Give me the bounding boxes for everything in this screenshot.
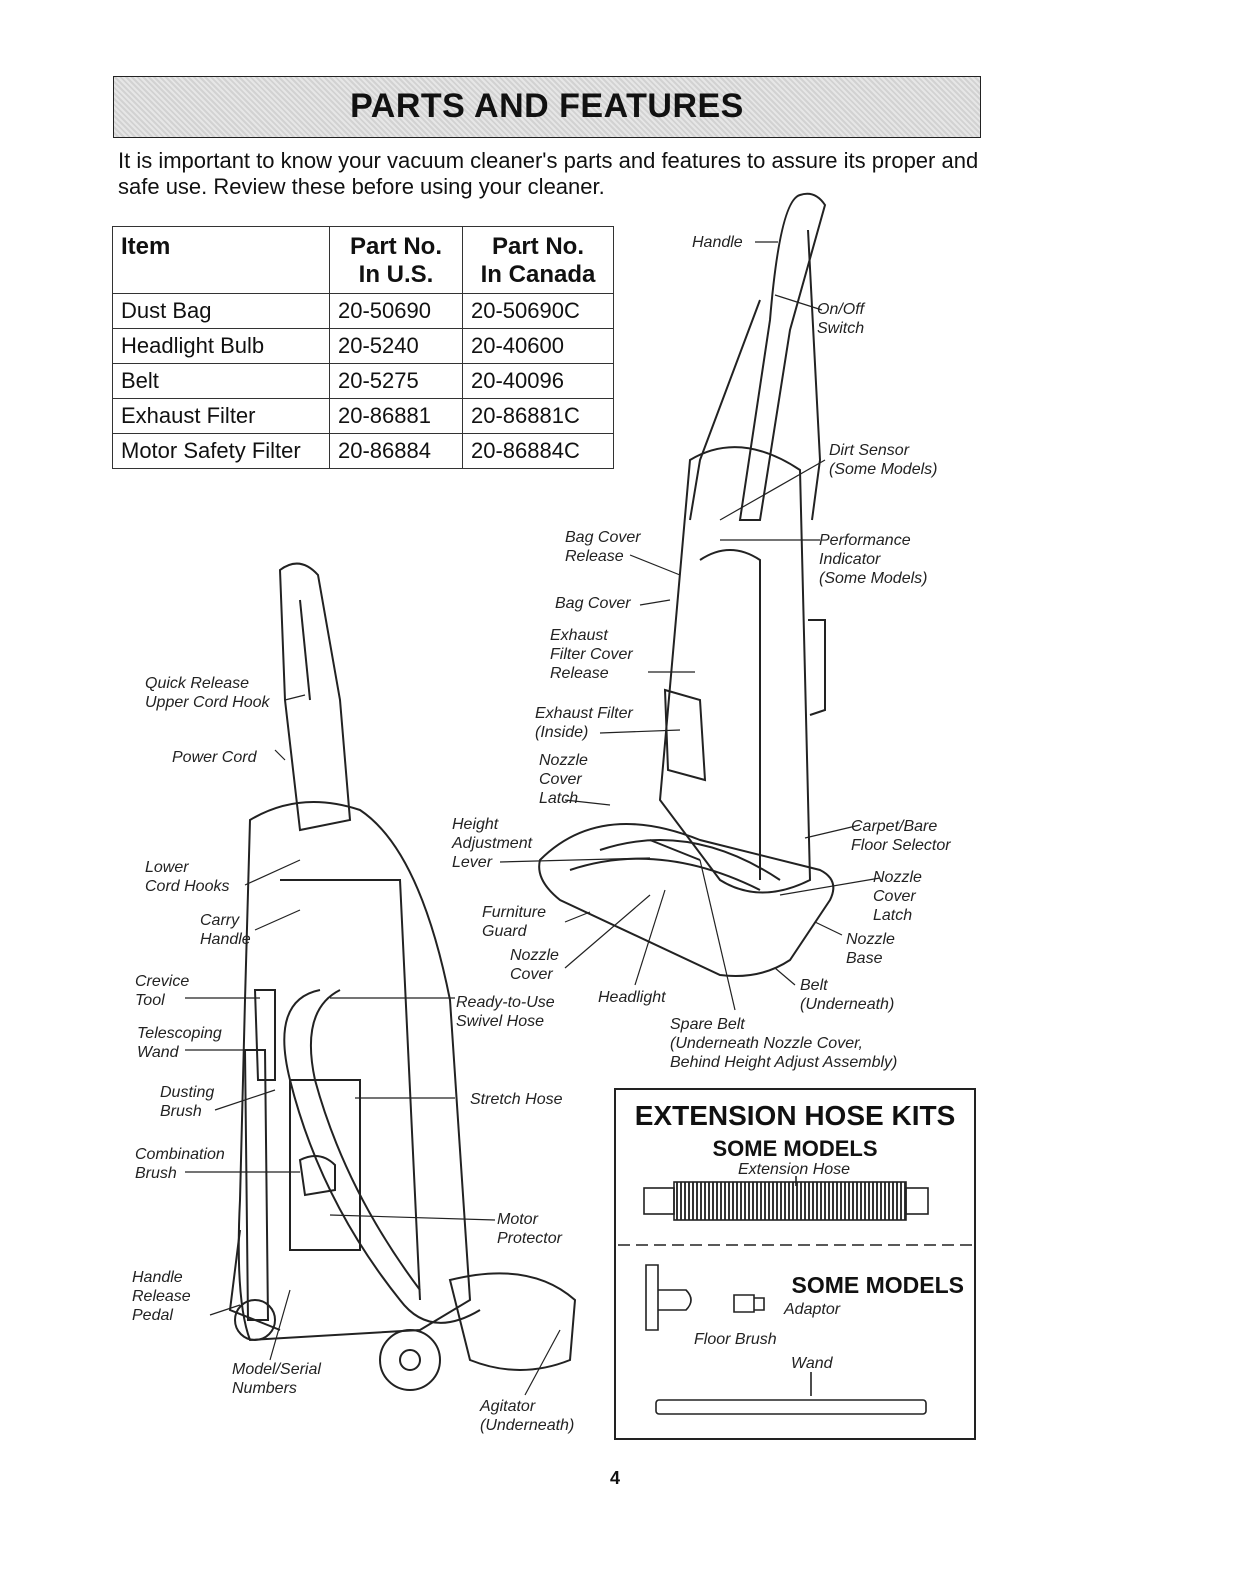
label-exhaust-filter: Exhaust Filter(Inside) — [535, 705, 633, 741]
rear-handle-drawing — [278, 562, 352, 832]
label-stretch-hose: Stretch Hose — [470, 1091, 563, 1108]
label-spare-belt: Spare Belt(Underneath Nozzle Cover,Behin… — [670, 1016, 898, 1071]
wand-drawing — [655, 1399, 927, 1415]
rear-wheel-drawing — [379, 1329, 441, 1391]
front-nozzle-drawing — [538, 823, 835, 977]
extension-hose-drawing — [643, 1187, 675, 1215]
label-extension-hose: Extension Hose — [738, 1161, 851, 1178]
label-agitator: Agitator(Underneath) — [480, 1398, 575, 1434]
page-number: 4 — [610, 1468, 621, 1488]
label-handle: Handle — [692, 234, 743, 251]
header-part-us: Part No.In U.S. — [329, 226, 463, 294]
header-part-canada: Part No.In Canada — [462, 226, 614, 294]
extension-hose-kits-box: EXTENSION HOSE KITS SOME MODELS Extensio… — [614, 1088, 976, 1440]
rear-body-drawing — [237, 801, 472, 1342]
page-title: PARTS AND FEATURES — [350, 87, 744, 125]
label-floor-brush: Floor Brush — [694, 1331, 777, 1348]
adaptor-drawing — [733, 1294, 755, 1313]
front-body-drawing — [658, 446, 812, 894]
label-adaptor: Adaptor — [784, 1301, 841, 1318]
kits-subtitle-2: SOME MODELS — [791, 1272, 964, 1298]
label-bag-cover: Bag Cover — [555, 595, 631, 612]
title-banner: PARTS AND FEATURES — [113, 76, 981, 138]
table-header-row: Item Part No.In U.S. Part No.In Canada — [112, 226, 614, 294]
kits-illustrations — [618, 1176, 972, 1415]
kits-subtitle: SOME MODELS — [712, 1136, 878, 1161]
label-wand: Wand — [791, 1355, 833, 1372]
rear-hose-drawing — [283, 989, 481, 1324]
floor-brush-drawing — [645, 1264, 659, 1331]
label-belt: Belt(Underneath) — [800, 977, 895, 1013]
label-headlight: Headlight — [598, 989, 666, 1006]
parts-table: Item Part No.In U.S. Part No.In Canada D… — [112, 226, 614, 469]
front-handle-drawing — [738, 192, 827, 521]
label-dirt-sensor: Dirt Sensor(Some Models) — [829, 442, 938, 478]
intro-paragraph: It is important to know your vacuum clea… — [118, 148, 979, 199]
kits-title: EXTENSION HOSE KITS — [634, 1100, 956, 1131]
label-power-cord: Power Cord — [172, 749, 257, 766]
